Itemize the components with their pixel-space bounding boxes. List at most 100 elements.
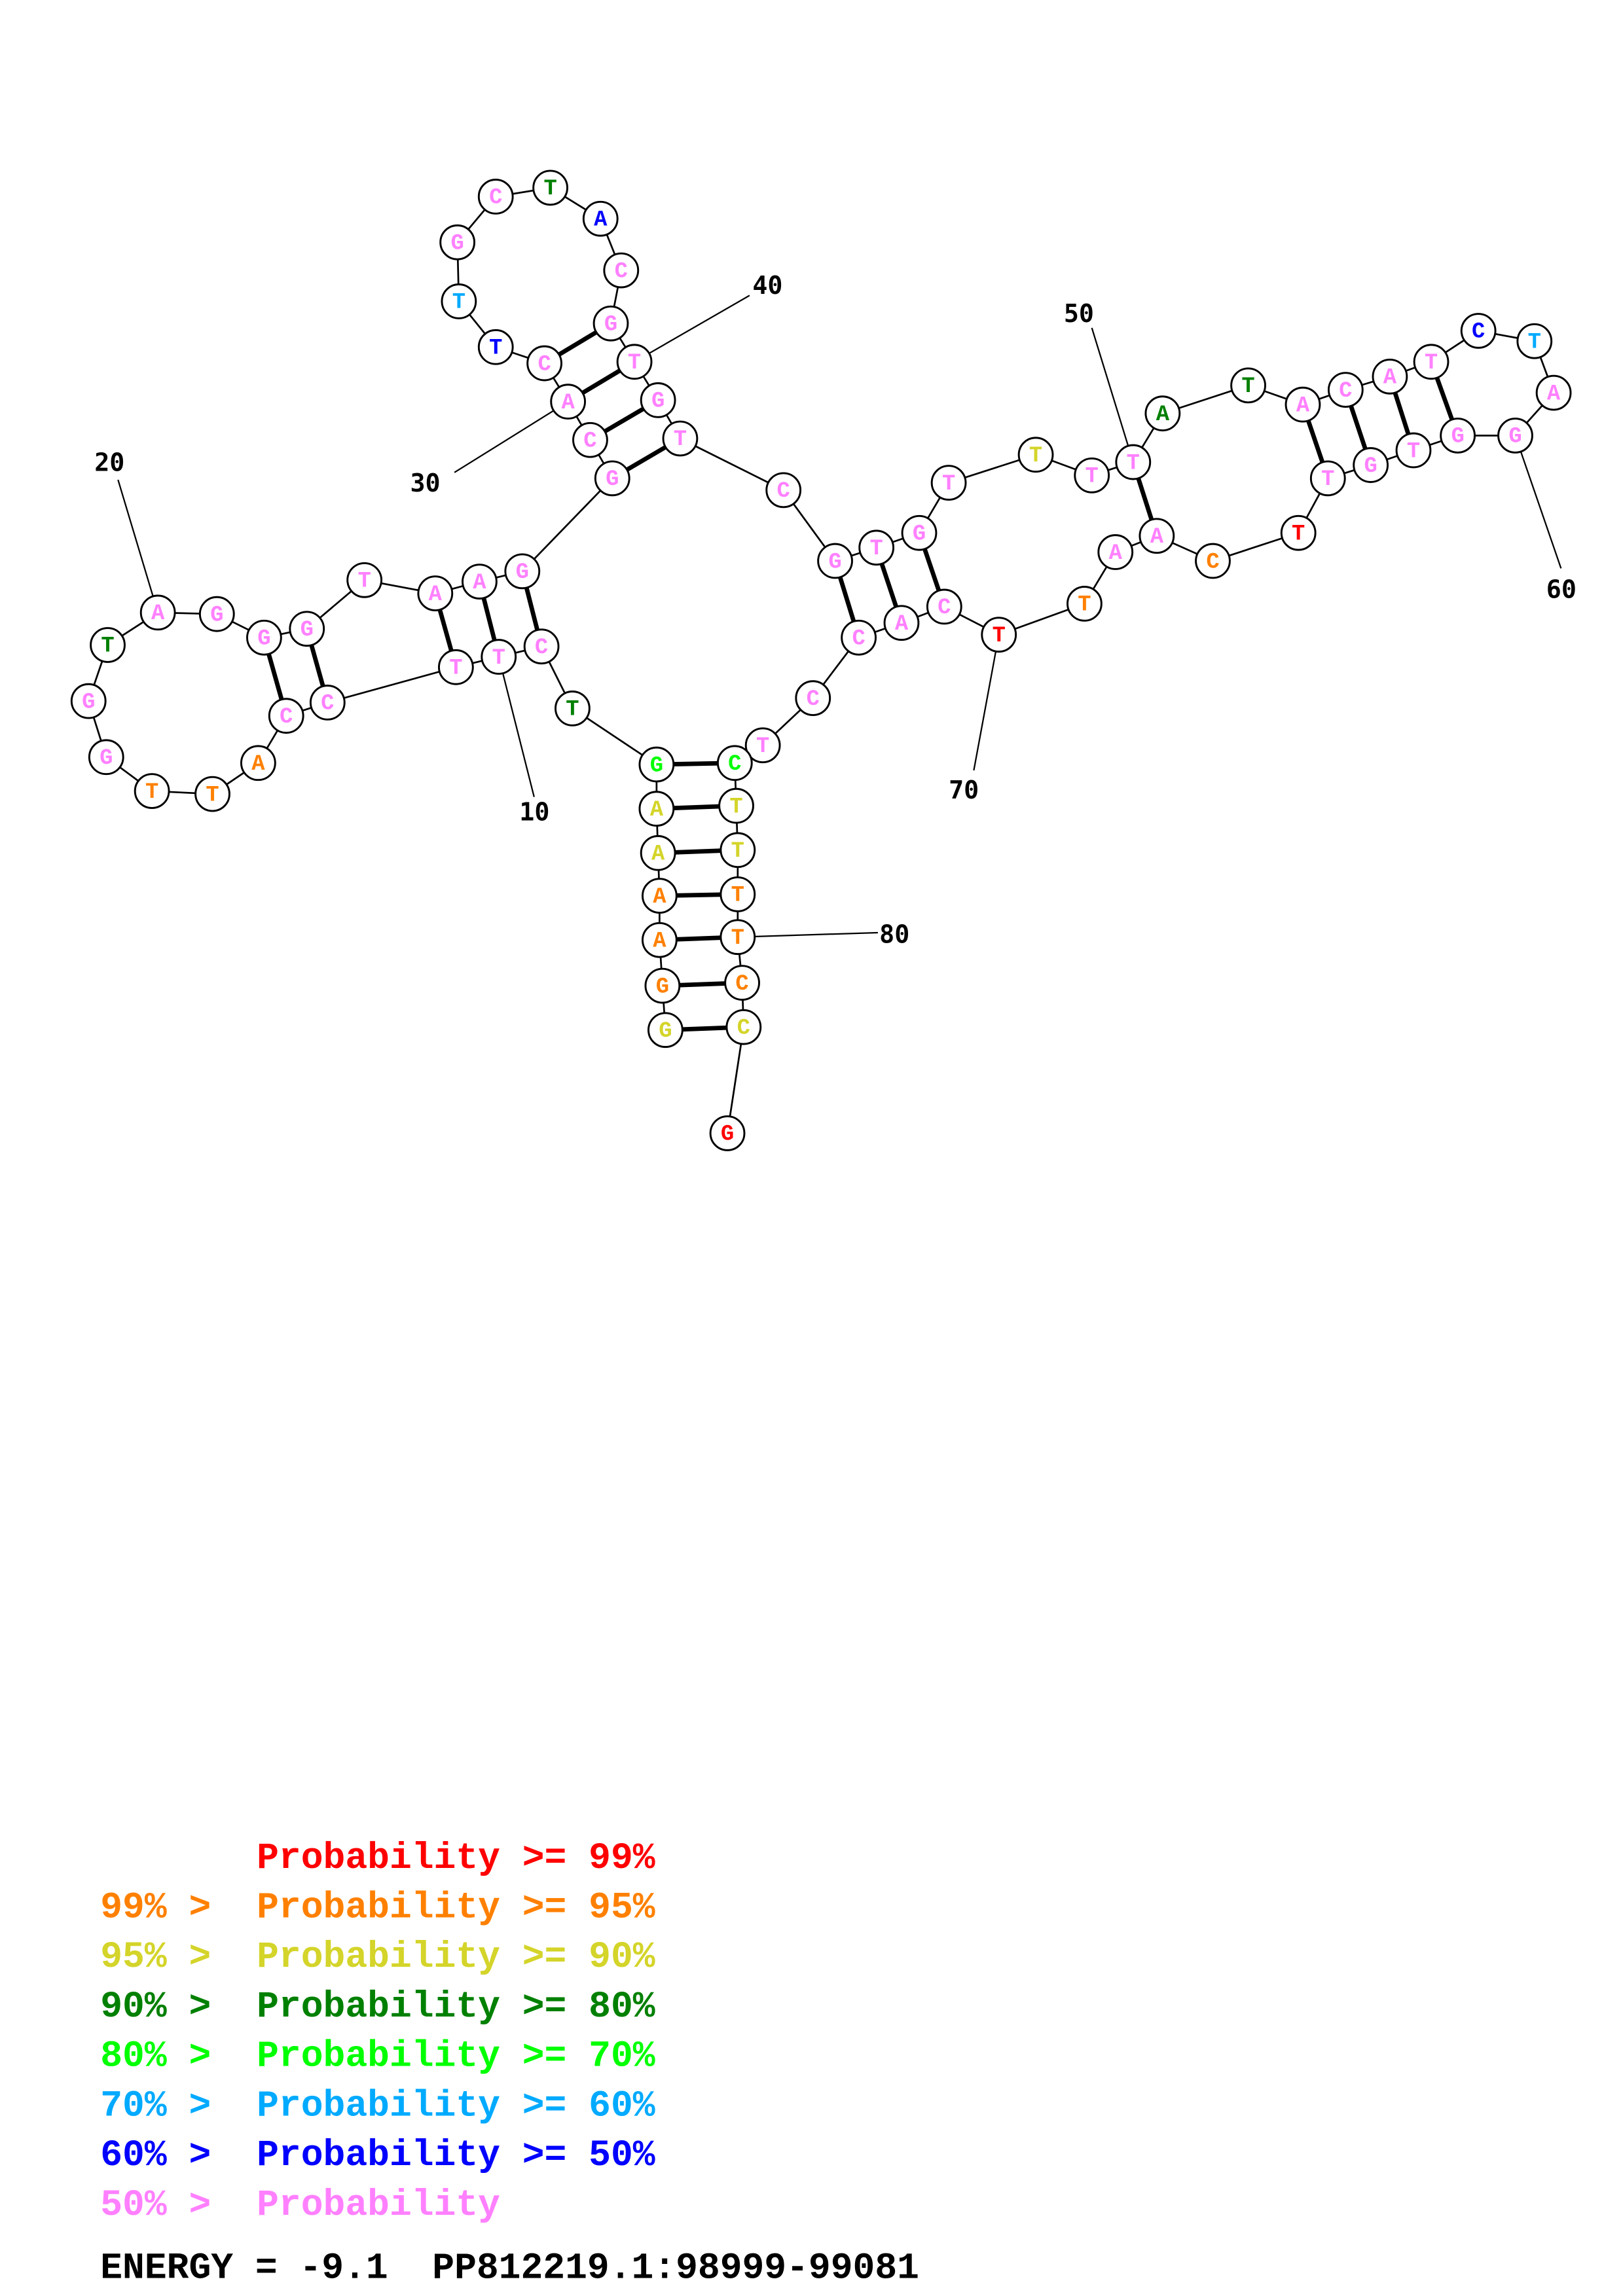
nucleotide: C [724, 965, 760, 1001]
nucleotide-circle [1195, 543, 1231, 579]
nucleotide-letter: A [1383, 366, 1397, 391]
nucleotide-letter: C [1472, 320, 1485, 345]
nucleotide: G [901, 514, 938, 551]
position-label: 50 [1064, 299, 1094, 329]
nucleotide-circle [841, 619, 877, 656]
nucleotide-circle [1535, 374, 1572, 411]
nucleotide-circle [1309, 460, 1346, 497]
nucleotide: G [817, 543, 853, 579]
nucleotide-letter: T [1241, 374, 1254, 399]
nucleotide: T [477, 329, 514, 365]
legend-prefix: 60% > [100, 2134, 233, 2176]
nucleotide-letter: G [913, 522, 926, 547]
legend-prefix: 50% > [100, 2184, 233, 2226]
nucleotide-circle [477, 179, 514, 215]
nucleotide-letter: T [206, 783, 219, 808]
legend-entry: Probability >= 99% [257, 1837, 655, 1879]
nucleotide: T [720, 876, 756, 912]
nucleotide-circle [532, 170, 568, 206]
nucleotide-circle [439, 224, 476, 260]
nucleotide: A [1535, 374, 1572, 411]
nucleotide-letter: A [1150, 525, 1164, 550]
nucleotide-letter: T [993, 624, 1006, 649]
position-label: 30 [410, 469, 441, 498]
nucleotide: G [70, 683, 107, 719]
nucleotide: C [1460, 313, 1497, 349]
nucleotide-circle [647, 1012, 684, 1049]
backbone-segment [327, 666, 456, 704]
nucleotide-circle [582, 200, 619, 237]
nucleotide: T [532, 170, 568, 206]
nucleotide: T [346, 562, 383, 598]
nucleotide-letter: A [1296, 393, 1310, 418]
nucleotide-letter: C [583, 429, 596, 454]
nucleotide-letter: A [653, 929, 666, 954]
nucleotide-circle [720, 876, 756, 912]
legend-prefix: 99% > [100, 1886, 233, 1928]
nucleotide: T [1115, 444, 1152, 480]
nucleotide-circle [638, 791, 675, 827]
nucleotide-circle [572, 422, 608, 458]
nucleotide-circle [1139, 518, 1175, 554]
nucleotide-circle [883, 605, 920, 641]
nucleotide-circle [603, 252, 640, 289]
nucleotide: T [194, 776, 230, 812]
nucleotide-circle [594, 460, 630, 497]
legend-entry: Probability >= 90% [257, 1936, 655, 1978]
nucleotide-letter: G [650, 753, 663, 778]
nucleotide-letter: T [1425, 351, 1438, 376]
nucleotide-letter: T [1528, 331, 1541, 355]
nucleotide-letter: T [1029, 444, 1042, 469]
nucleotide: C [725, 1009, 762, 1045]
nucleotide-letter: T [729, 795, 742, 819]
nucleotide-letter: T [674, 427, 687, 452]
legend-prefix: 95% > [100, 1936, 233, 1978]
nucleotide: C [1327, 372, 1364, 408]
nucleotide-circle [744, 727, 781, 764]
nucleotide-circle [640, 834, 676, 871]
nucleotide-circle [1413, 344, 1450, 380]
nucleotide: A [462, 564, 498, 600]
nucleotide-letter: C [938, 596, 951, 620]
nucleotide-letter: C [615, 259, 628, 284]
nucleotide-circle [641, 922, 678, 958]
backbone-segment [521, 477, 613, 572]
nucleotide: T [441, 283, 477, 319]
nucleotide-letter: A [653, 885, 666, 910]
nucleotide: T [1516, 323, 1553, 359]
nucleotide-letter: G [450, 232, 464, 257]
nucleotide-letter: G [516, 560, 529, 585]
nucleotide-circle [289, 611, 325, 647]
nucleotide-letter: C [735, 972, 748, 997]
nucleotide: T [555, 691, 591, 726]
nucleotide-circle [1285, 386, 1321, 423]
nucleotide-circle [481, 639, 517, 675]
nucleotide: T [1395, 432, 1432, 469]
nucleotide: A [582, 200, 619, 237]
nucleotide-circle [1067, 586, 1103, 622]
nucleotide-circle [90, 627, 126, 663]
nucleotide-letter: A [594, 207, 608, 232]
nucleotide: C [309, 685, 346, 721]
nucleotide: G [640, 382, 676, 418]
nucleotide: G [246, 619, 282, 656]
nucleotide-letter: C [777, 479, 790, 504]
nucleotide-circle [417, 575, 454, 612]
nucleotide-letter: T [756, 734, 769, 759]
nucleotide-circle [477, 329, 514, 365]
nucleotide-circle [1440, 418, 1476, 454]
position-label: 40 [752, 271, 782, 300]
nucleotide: T [662, 420, 699, 457]
nucleotide: G [1353, 447, 1389, 483]
nucleotide-circle [593, 305, 629, 342]
nucleotide-letter: A [251, 752, 265, 777]
nucleotide-letter: A [429, 583, 443, 607]
nucleotide-circle [1097, 534, 1134, 570]
legend-entry: Probability >= 60% [257, 2085, 655, 2126]
nucleotide-circle [139, 594, 176, 631]
nucleotide-letter: C [1339, 379, 1352, 404]
nucleotide: A [1144, 395, 1181, 432]
nucleotide: T [744, 727, 781, 764]
backbone [87, 187, 1555, 1134]
